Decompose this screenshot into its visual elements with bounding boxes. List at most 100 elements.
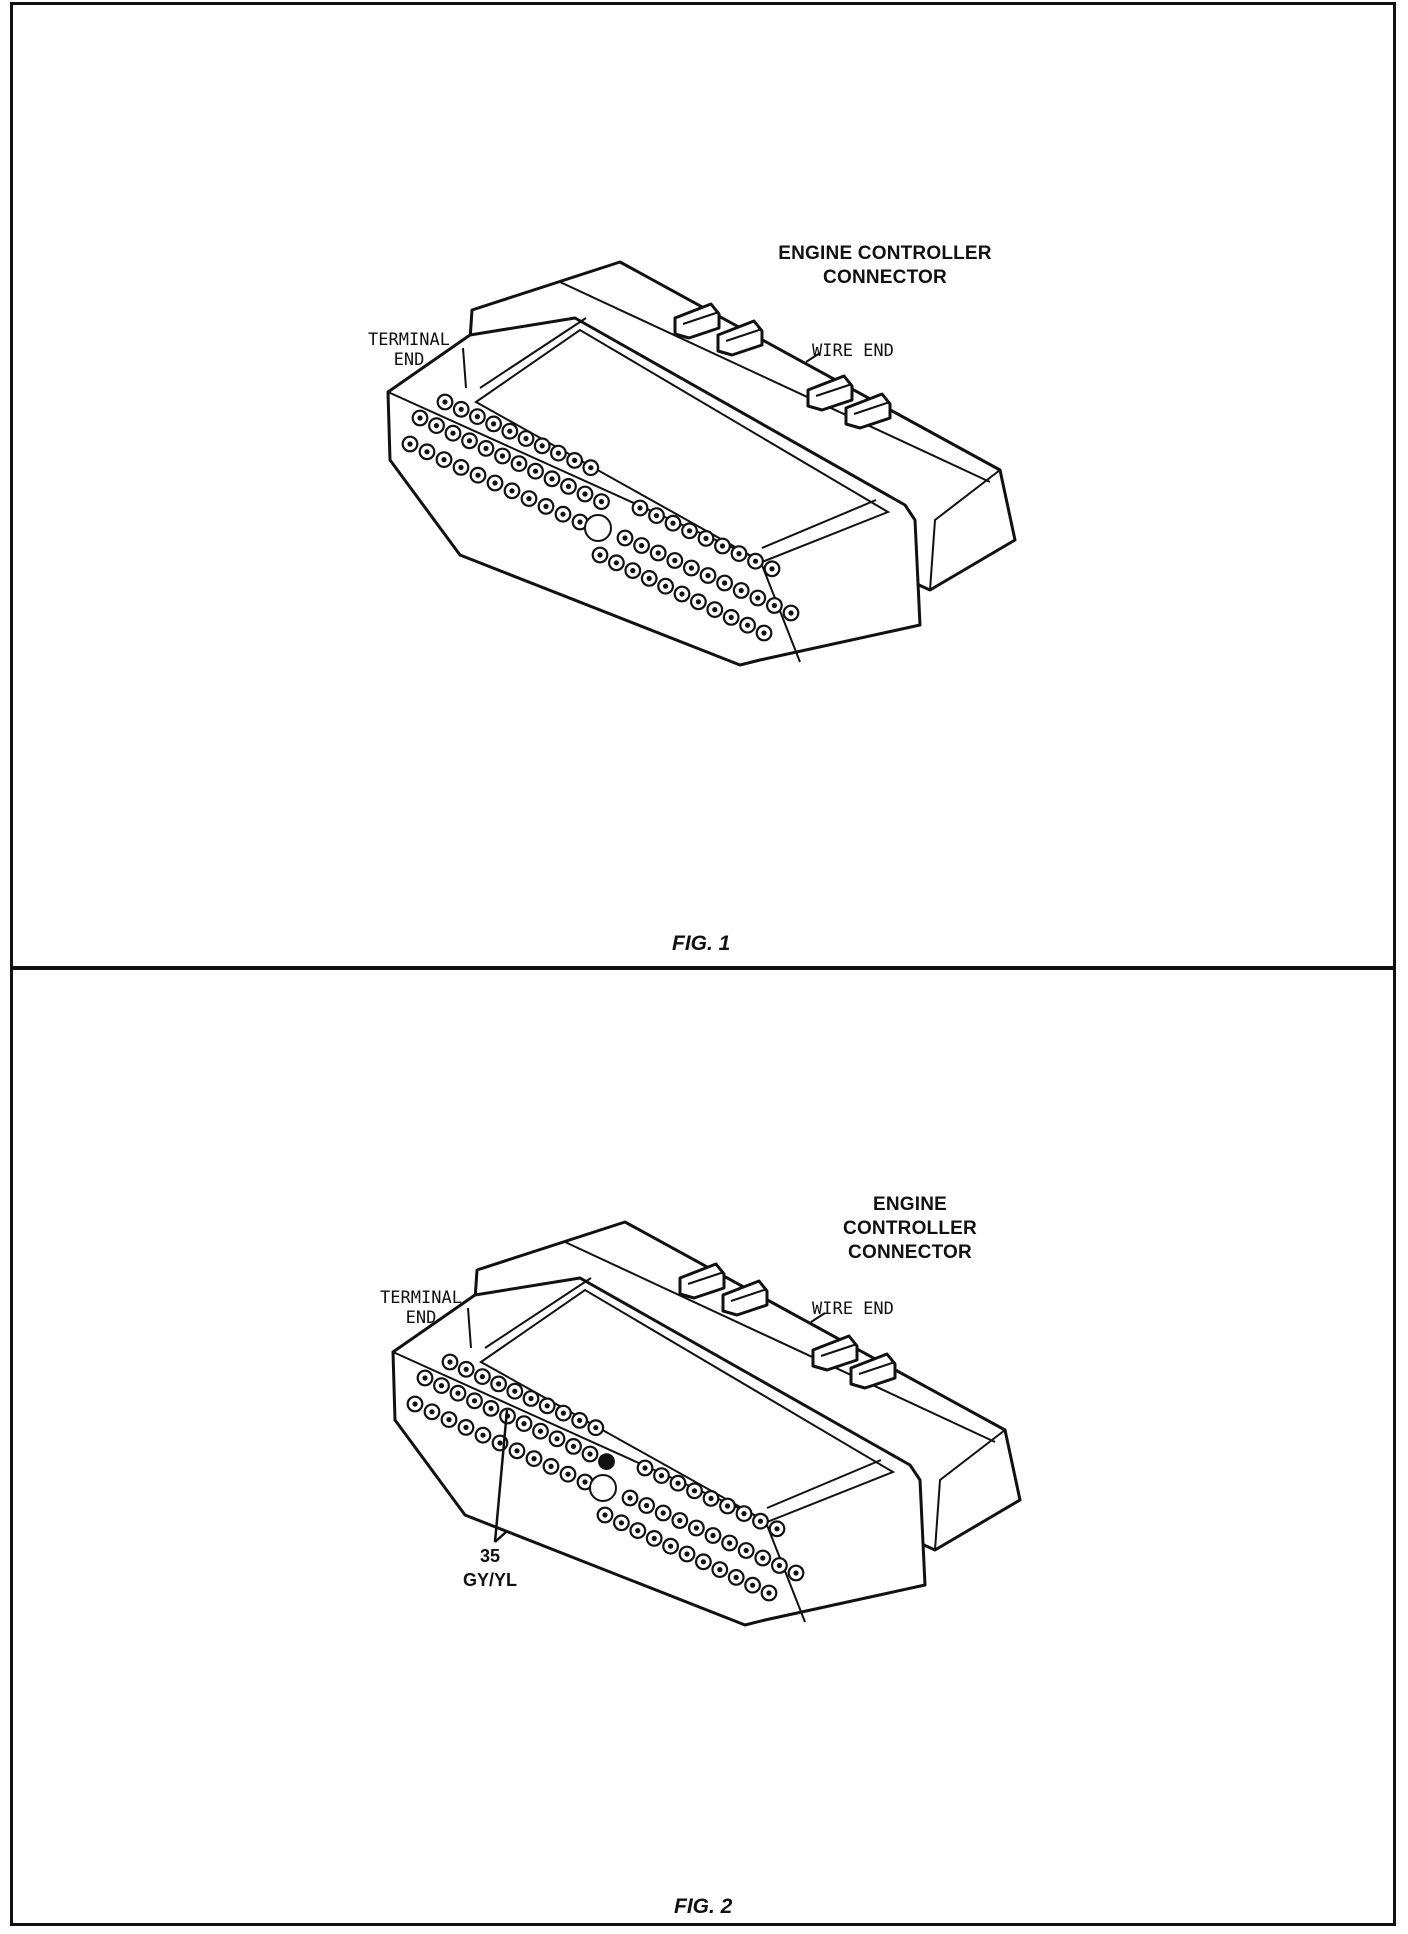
terminal-pin-center — [422, 1375, 428, 1381]
terminal-pin-center — [760, 1555, 766, 1561]
terminal-end-line-2: END — [405, 1308, 437, 1328]
terminal-pin-center — [679, 591, 685, 597]
locking-tab — [811, 1334, 859, 1372]
terminal-pin-center — [693, 1525, 700, 1531]
rear-housing-edge — [564, 1241, 996, 1443]
terminal-pin-center — [602, 1512, 608, 1518]
terminal-pin-center — [712, 607, 718, 613]
terminal-pin-center — [458, 464, 464, 470]
terminal-pin-center — [554, 1436, 560, 1442]
terminal-pin-center — [560, 1410, 567, 1416]
terminal-pin-center — [598, 499, 605, 505]
terminal-pin-center — [597, 552, 603, 558]
terminal-pin-center — [655, 550, 661, 556]
terminal-pin-center — [512, 1388, 518, 1394]
locking-tab-edge — [687, 1271, 725, 1285]
terminal-pin-center — [776, 1562, 783, 1569]
terminal-pin-center — [497, 1440, 503, 1446]
locking-tab-edge — [853, 401, 891, 415]
terminal-pin-center — [496, 1381, 502, 1387]
terminal-pin-center — [499, 453, 506, 459]
terminal-pin-center — [646, 575, 652, 582]
terminal-pin-center — [769, 566, 775, 572]
pin-callout: 35 GY/YL — [450, 1544, 530, 1592]
terminal-pin-center — [466, 438, 473, 444]
terminal-pin-center — [479, 1374, 485, 1380]
terminal-pin-center — [407, 441, 413, 447]
terminal-pin-center — [463, 1366, 469, 1372]
terminal-pin-center — [684, 1551, 690, 1557]
terminal-pin-center — [577, 519, 583, 525]
terminal-pin-center — [429, 1409, 435, 1415]
terminal-pin-center — [728, 614, 734, 621]
terminal-pin-center — [710, 1532, 716, 1539]
terminal-pin-center — [771, 602, 778, 609]
terminal-pin-center — [442, 399, 448, 405]
front-shell — [386, 316, 922, 667]
terminal-pin-center — [761, 630, 767, 636]
terminal-pin-center — [677, 1517, 683, 1524]
terminal-end-leader — [462, 347, 467, 389]
terminal-end-line-1: TERMINAL — [368, 330, 450, 350]
terminal-pin-center — [691, 1488, 698, 1494]
terminal-pin-center — [738, 587, 744, 594]
terminal-pin-center — [458, 406, 464, 412]
terminal-pin-center — [724, 1503, 731, 1509]
terminal-pin-center — [424, 449, 430, 455]
terminal-pin-center — [637, 505, 643, 511]
figure-2-panel — [10, 966, 1396, 1926]
figure-1-title-line-1: ENGINE CONTROLLER — [778, 243, 992, 264]
terminal-pin-center — [651, 1535, 657, 1541]
terminal-pin-center — [549, 476, 555, 482]
terminal-pin-35 — [598, 1453, 615, 1471]
figure-1-wire-end-label: WIRE END — [812, 341, 894, 361]
terminal-pin-center — [672, 557, 678, 564]
terminal-pin-center — [700, 1559, 707, 1565]
top-face — [479, 1288, 896, 1524]
terminal-pin-center — [774, 1526, 780, 1532]
terminal-pin-center — [660, 1510, 666, 1516]
pin-callout-number: 35 — [479, 1546, 501, 1566]
terminal-pin-center — [717, 1567, 723, 1573]
terminal-pin-center — [622, 535, 628, 541]
guide-hole — [584, 514, 612, 542]
figure-1-terminal-end-label: TERMINAL END — [354, 330, 464, 370]
terminal-pin-center — [593, 1425, 599, 1431]
rear-housing-corner — [934, 1429, 1006, 1551]
terminal-pin-center — [644, 1502, 650, 1509]
terminal-pin-center — [658, 1473, 665, 1479]
terminal-pin-center — [663, 583, 669, 589]
terminal-pin-center — [668, 1543, 674, 1549]
terminal-pin-center — [474, 414, 480, 420]
terminal-pin-center — [491, 421, 497, 427]
locking-tab-edge — [725, 328, 763, 342]
rail-left — [479, 317, 587, 389]
rear-housing-edge — [559, 281, 991, 483]
figure-2-terminal-end-label: TERMINAL END — [366, 1288, 476, 1328]
terminal-end-line-2: END — [393, 350, 425, 370]
terminal-pin-center — [447, 1359, 453, 1365]
terminal-pin-center — [736, 551, 742, 557]
terminal-pin-center — [695, 599, 702, 605]
connector-drawing-fig2 — [391, 1220, 1022, 1627]
terminal-pin-center — [708, 1495, 714, 1501]
terminal-pin-center — [514, 1448, 520, 1454]
terminal-pin-center — [438, 1383, 445, 1389]
locking-tab — [806, 374, 854, 412]
locking-tab-edge — [682, 311, 720, 325]
terminal-pin-center — [446, 1417, 452, 1423]
locking-tab-edge — [820, 1343, 858, 1357]
terminal-pin-center — [703, 535, 709, 542]
pin-callout-wire-color: GY/YL — [462, 1570, 517, 1590]
terminal-pin-center — [555, 450, 562, 456]
terminal-pin-center — [483, 445, 489, 451]
wire-end-arrow — [810, 1312, 826, 1323]
locking-tab — [721, 1279, 769, 1317]
locking-tab — [849, 1352, 897, 1390]
locking-tab-edge — [858, 1361, 896, 1375]
terminal-pin-center — [766, 1590, 772, 1596]
terminal-pin-center — [565, 483, 572, 489]
terminal-pin-center — [719, 543, 726, 549]
terminal-pin-center — [471, 1398, 478, 1404]
terminal-pin-center — [572, 457, 578, 463]
